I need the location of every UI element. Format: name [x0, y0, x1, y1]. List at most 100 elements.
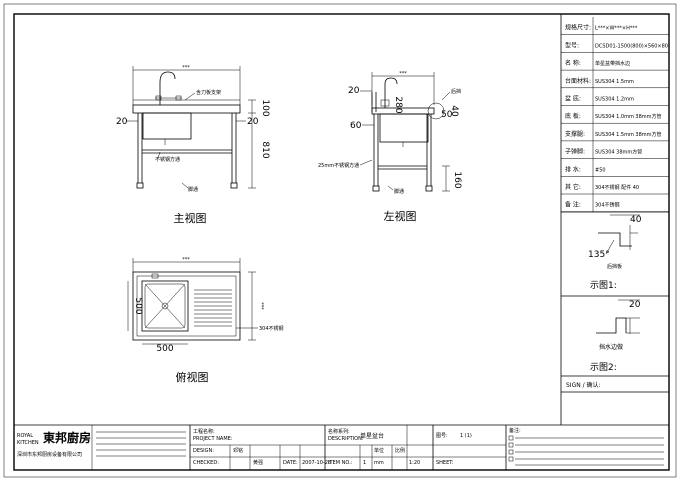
unit-label: 单位: [374, 447, 384, 454]
brand-en-2: KITCHEN: [17, 440, 39, 446]
detail-2-dim: 20: [629, 300, 641, 310]
spec-label-0: 规格尺寸:: [565, 24, 591, 32]
plan-view: *** 500 500 ***: [127, 257, 284, 384]
date-value: 2007-10-28: [302, 460, 331, 466]
detail-1: 40 135° 后挡板 示图1:: [561, 211, 669, 297]
project-label-en: PROJECT NAME:: [193, 436, 233, 442]
plan-view-caption: 俯视图: [176, 370, 209, 384]
plan-sink: [141, 280, 189, 332]
dwg-value: 1 (1): [460, 433, 472, 439]
detail-1-note: 后挡板: [607, 263, 622, 270]
side-detail-circle: [427, 102, 445, 120]
side-faucet: [384, 77, 398, 108]
outer-border: [3, 3, 677, 478]
front-dim-height-top: 100: [260, 99, 270, 116]
spec-label-10: 备 注:: [565, 201, 581, 209]
spec-value-6: SUS304 1.5mm 38mm方管: [595, 131, 662, 138]
side-dim-e: 40: [449, 105, 459, 117]
design-label: DESIGN:: [193, 448, 214, 454]
front-dim-right: 20: [247, 117, 259, 127]
spec-value-0: L***×W***×H***: [595, 26, 638, 32]
plan-drainboard: [194, 289, 232, 327]
desc-label: 名称系列:: [328, 428, 350, 435]
drawing-frame: [13, 13, 670, 471]
front-worktop: [132, 104, 241, 114]
spec-value-1: DCSD01-1500(800)×560×80: [595, 43, 668, 49]
spec-value-3: SUS304 1.5mm: [595, 79, 634, 85]
spec-table: 规格尺寸: L***×W***×H*** 型号: DCSD01-1500(800)×5…: [561, 17, 669, 212]
scale-value: 1:20: [409, 460, 420, 466]
spec-value-10: 304不锈钢: [595, 202, 620, 209]
item-label: ITEM NO.:: [328, 460, 353, 466]
plan-callout: 304不锈钢: [259, 325, 284, 332]
side-callout-mid: 25mm不锈钢方通: [318, 162, 359, 169]
design-value: 邓铭: [233, 447, 243, 454]
side-callout-top: 后挡: [451, 88, 461, 95]
sign-label: SIGN / 确认:: [566, 381, 601, 389]
side-dim-h: 160: [452, 171, 462, 188]
check-value: 黄强: [253, 459, 263, 466]
spec-label-6: 支撑腿:: [565, 130, 585, 138]
desc-label-en: DESCRIPTION:: [328, 436, 364, 442]
spec-value-9: 304不锈钢 配件 40: [595, 184, 639, 191]
side-dim-d: 50: [441, 110, 453, 120]
plan-dim-sink-h: 500: [133, 297, 143, 314]
spec-label-1: 型号:: [565, 41, 579, 49]
side-dim-a: 20: [348, 86, 360, 96]
spec-value-8: #50: [595, 167, 606, 173]
front-view-caption: 主视图: [174, 211, 207, 225]
front-faucet: [159, 71, 176, 105]
spec-label-8: 排 水:: [565, 165, 581, 173]
detail-1-caption: 示图1:: [590, 280, 617, 291]
date-label: DATE:: [283, 460, 298, 466]
sheet-label: SHEET:: [436, 460, 454, 466]
scale-label: 比例: [395, 447, 405, 454]
check-label: CHECKED:: [193, 460, 219, 466]
front-dim-left: 20: [116, 117, 128, 127]
brand-en-1: ROYAL: [17, 433, 33, 439]
front-view: *** 100 810 20 20: [116, 65, 270, 225]
front-dim-height: 810: [260, 141, 270, 158]
item-value: 1: [363, 460, 366, 466]
front-dim-top: ***: [182, 65, 190, 71]
plan-dim-sink-w: 500: [156, 344, 173, 354]
side-view: *** 20 60 280 50 40 160: [318, 71, 462, 223]
side-sink-bowl: [379, 113, 429, 143]
spec-label-4: 盆 底:: [565, 95, 581, 103]
spec-label-9: 其 它:: [565, 183, 581, 191]
unit-value: mm: [374, 460, 384, 466]
detail-2-caption: 示图2:: [590, 362, 617, 373]
front-callout-top: 含刀板支架: [196, 89, 221, 96]
spec-value-5: SUS304 1.0mm 38mm方管: [595, 113, 662, 120]
spec-label-7: 子弹脚:: [565, 148, 585, 156]
side-callout-leg: 脚通: [394, 188, 404, 195]
detail-2-note: 挡水边做: [599, 343, 623, 351]
spec-label-5: 底 板:: [565, 112, 581, 120]
spec-value-2: 单星盆带挡水边: [595, 60, 630, 67]
plan-dim-side: ***: [258, 302, 264, 310]
plan-dim-top: ***: [182, 257, 190, 263]
side-view-caption: 左视图: [384, 209, 417, 223]
plan-worktop: [132, 271, 241, 341]
brand-cn: 東邦廚房: [43, 430, 91, 445]
side-dim-top: ***: [399, 71, 407, 77]
spec-value-4: SUS304 1.2mm: [595, 97, 634, 103]
side-dim-b: 60: [350, 121, 362, 131]
company-line: 深圳市东邦厨房设备有限公司: [17, 451, 82, 458]
front-callout-mid: 不锈钢方通: [155, 156, 180, 163]
detail-2: 20 挡水边做 示图2:: [561, 299, 669, 377]
spec-label-3: 台面材料:: [565, 77, 591, 85]
desc-value: 单星盆台: [360, 432, 384, 440]
detail-1-angle: 135°: [588, 250, 610, 260]
project-label: 工程名称:: [193, 428, 215, 435]
front-sink-bowl: [142, 112, 192, 140]
title-block: ROYAL KITCHEN 東邦廚房 深圳市东邦厨房设备有限公司 工程名称: P…: [17, 425, 664, 470]
front-callout-leg: 脚通: [188, 186, 198, 193]
dwg-label: 图号:: [436, 433, 448, 439]
spec-label-2: 名 称:: [565, 59, 581, 67]
spec-value-7: SUS304 38mm方管: [595, 149, 642, 156]
notes-label: 备注:: [509, 427, 521, 434]
side-dim-c: 280: [393, 96, 403, 113]
detail-1-dim: 40: [630, 215, 642, 225]
